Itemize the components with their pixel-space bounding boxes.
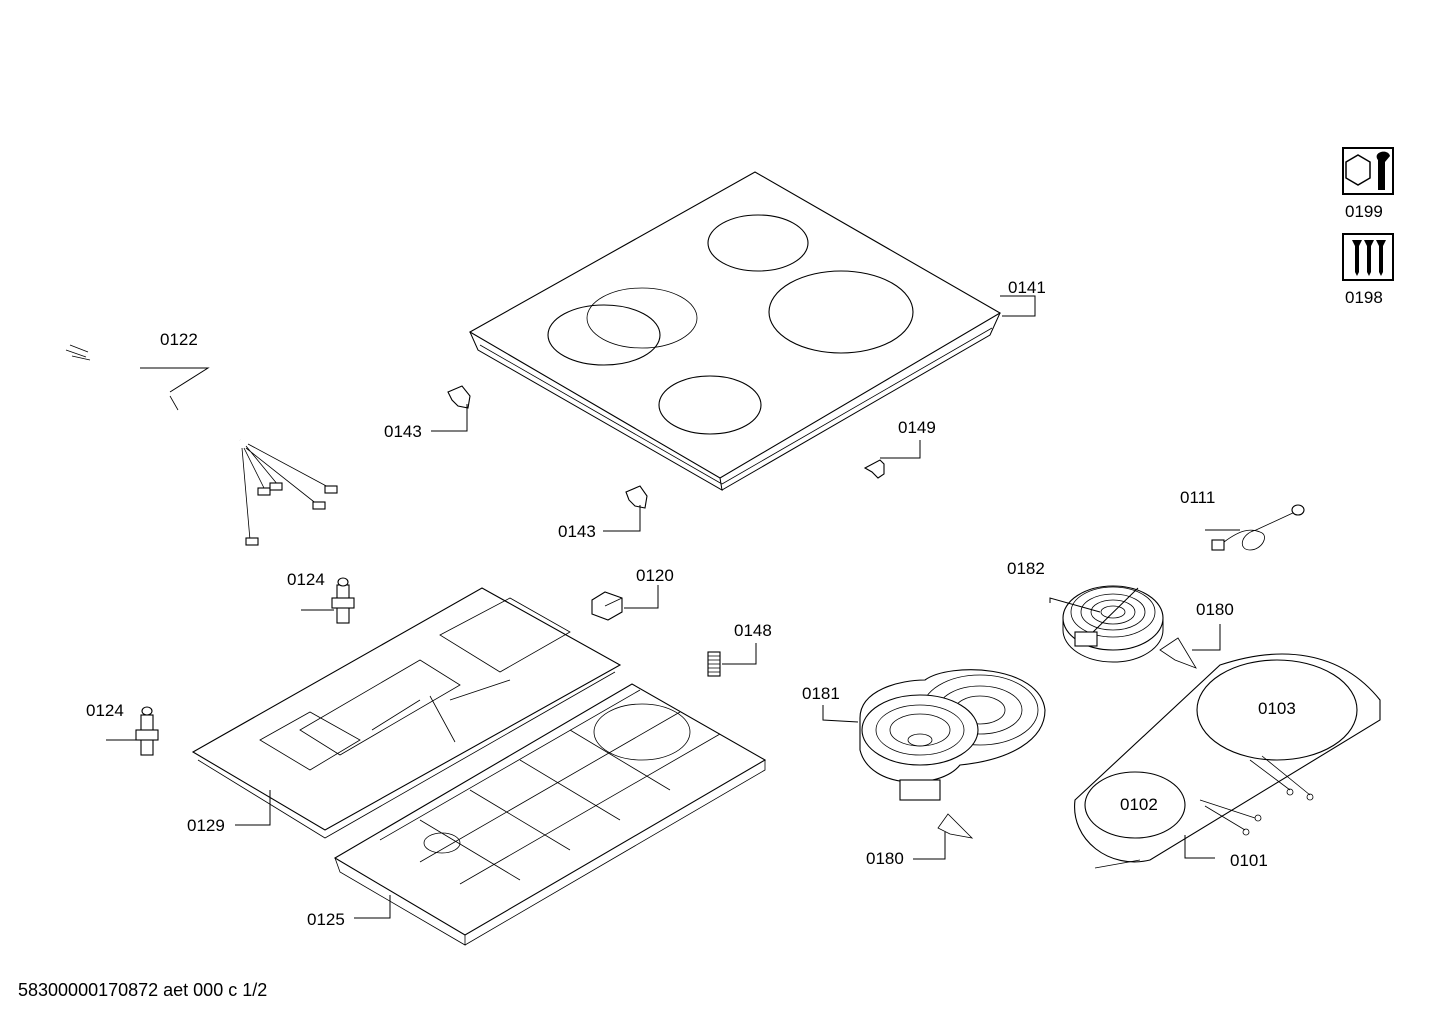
base-tray bbox=[191, 587, 622, 839]
temperature-sensor bbox=[1211, 504, 1305, 551]
power-cable bbox=[65, 344, 338, 546]
spring-clip-lower bbox=[937, 813, 974, 839]
drawing-reference-footer: 58300000170872 aet 000 c 1/2 bbox=[18, 980, 268, 1000]
radiant-heater-small bbox=[1062, 585, 1164, 663]
label-0180-lower: 0180 bbox=[866, 849, 904, 868]
housing-frame bbox=[333, 683, 767, 946]
label-0122: 0122 bbox=[160, 330, 198, 349]
label-0101: 0101 bbox=[1230, 851, 1268, 870]
radiant-heater-dual bbox=[859, 669, 1046, 801]
label-0102: 0102 bbox=[1120, 795, 1158, 814]
label-0199: 0199 bbox=[1345, 202, 1383, 221]
leader-lines bbox=[106, 295, 1240, 919]
label-0111: 0111 bbox=[1180, 488, 1215, 507]
label-0143-lower: 0143 bbox=[558, 522, 596, 541]
foot-lower bbox=[135, 706, 159, 756]
label-0181: 0181 bbox=[802, 684, 840, 703]
label-0125: 0125 bbox=[307, 910, 345, 929]
label-0124-upper: 0124 bbox=[287, 570, 325, 589]
wrench-hex-icon bbox=[1342, 147, 1394, 195]
screws-icon bbox=[1342, 233, 1394, 281]
label-0129: 0129 bbox=[187, 816, 225, 835]
spring-clip-upper bbox=[1159, 637, 1197, 669]
mounting-clip-lower bbox=[625, 485, 648, 509]
label-0124-lower: 0124 bbox=[86, 701, 124, 720]
label-0103: 0103 bbox=[1258, 699, 1296, 718]
label-0141: 0141 bbox=[1008, 278, 1046, 297]
label-0149: 0149 bbox=[898, 418, 936, 437]
label-0148: 0148 bbox=[734, 621, 772, 640]
bracket bbox=[863, 459, 885, 479]
mounting-clip-upper bbox=[447, 385, 471, 409]
label-0198: 0198 bbox=[1345, 288, 1383, 307]
label-0180-upper: 0180 bbox=[1196, 600, 1234, 619]
spring bbox=[707, 651, 721, 677]
label-0120: 0120 bbox=[636, 566, 674, 585]
label-0182: 0182 bbox=[1007, 559, 1045, 578]
glass-ceramic-hob-top bbox=[468, 171, 1002, 491]
heater-carrier-plate bbox=[1074, 653, 1381, 869]
small-housing bbox=[591, 591, 623, 621]
label-0143-upper: 0143 bbox=[384, 422, 422, 441]
foot-upper bbox=[331, 577, 355, 624]
